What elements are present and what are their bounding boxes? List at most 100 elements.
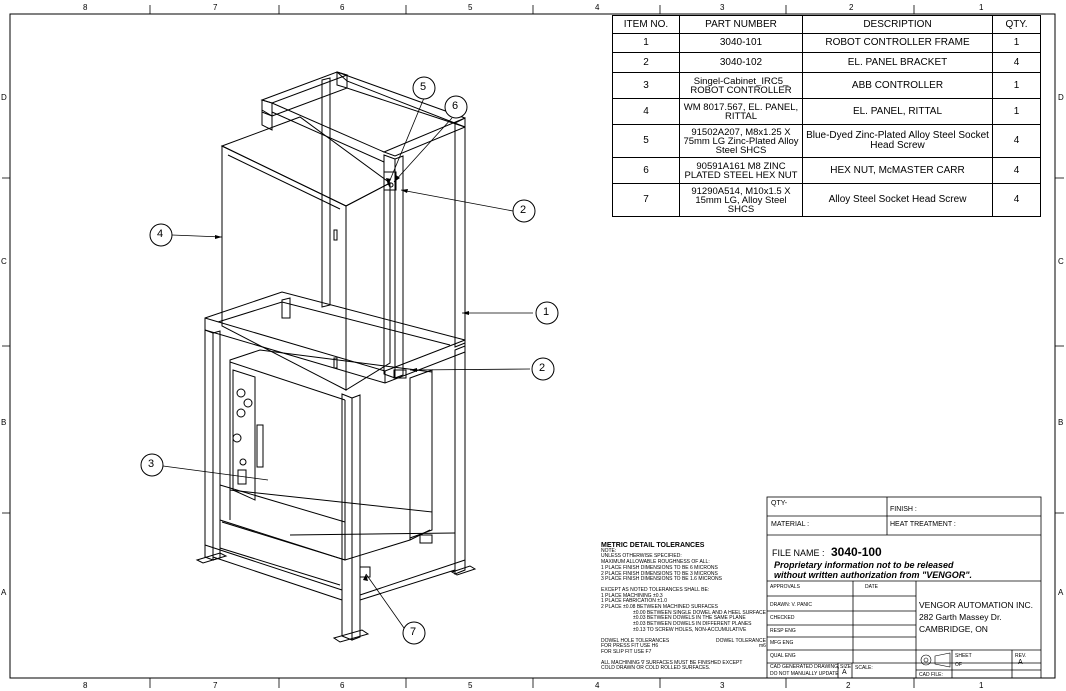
zone-label-top: 2	[849, 3, 854, 12]
zone-label-top: 8	[83, 3, 88, 12]
drawn-by: DRAWN: V. PANIC	[770, 602, 813, 608]
zone-label-right: C	[1058, 257, 1064, 266]
balloon-2b	[531, 357, 555, 381]
notes-line: UNLESS OTHERWISE SPECIFIED:	[601, 553, 682, 560]
bom-row: 1 3040-101 ROBOT CONTROLLER FRAME 1	[612, 33, 1041, 53]
balloon-label: 6	[452, 100, 459, 112]
notes-line: ±0.13 TO SCREW HOLES, NON-ACCUMULATIVE	[633, 626, 747, 633]
bom-qty: 4	[992, 124, 1041, 158]
cad-note: DO NOT MANUALLY UPDATE	[770, 671, 839, 677]
balloon-label: 3	[148, 458, 155, 470]
file-name: 3040-100	[831, 545, 882, 559]
bom-qty: 4	[992, 183, 1041, 217]
zone-label-right: B	[1058, 418, 1064, 427]
zone-label-bottom: 5	[468, 681, 473, 690]
bom-part: Singel-Cabinet_IRC5_ ROBOT CONTROLLER	[679, 72, 803, 99]
bom-desc: HEX NUT, McMASTER CARR	[802, 157, 993, 184]
zone-label-top: 4	[595, 3, 600, 12]
balloon-3	[140, 453, 164, 477]
balloon-label: 1	[543, 306, 550, 318]
qty-label: QTY-	[771, 500, 788, 507]
finish-note: ALL MACHINING ∇ SURFACES MUST BE FINISHE…	[601, 659, 743, 666]
projection-symbol-icon	[920, 652, 951, 668]
zone-label-left: A	[1, 588, 7, 597]
zone-label-left: D	[1, 93, 7, 102]
bom-item: 3	[612, 72, 680, 99]
notes-line: 1 PLACE MACHINING ±0.3	[601, 592, 663, 599]
tolerance-notes: METRIC DETAIL TOLERANCES NOTE: UNLESS OT…	[601, 542, 781, 672]
zone-label-top: 5	[468, 3, 473, 12]
of-label: OF	[955, 662, 962, 668]
bom-row: 4 WM 8017.567, EL. PANEL, RITTAL EL. PAN…	[612, 98, 1041, 125]
notes-line: EXCEPT AS NOTED TOLERANCES SHALL BE:	[601, 586, 710, 593]
bom-part: WM 8017.567, EL. PANEL, RITTAL	[679, 98, 803, 125]
balloon-label: 2	[520, 204, 527, 216]
cad-file-label: CAD FILE:	[919, 672, 943, 678]
bom-part: 91290A514, M10x1.5 X 15mm LG, Alloy Stee…	[679, 183, 803, 217]
bom-desc: Alloy Steel Socket Head Screw	[802, 183, 993, 217]
resp-eng-label: RESP ENG	[770, 628, 796, 634]
zone-label-bottom: 3	[720, 681, 725, 690]
dowel-hole-tolerance: DOWEL HOLE TOLERANCES	[601, 637, 670, 644]
dowel-tolerance: DOWEL TOLERANCE	[716, 637, 766, 644]
balloon-1	[535, 301, 559, 325]
notes-line: 1 PLACE FINISH DIMENSIONS TO BE 6 MICRON…	[601, 564, 718, 571]
notes-line: 1 PLACE FABRICATION ±1.0	[601, 598, 668, 605]
zone-label-top: 3	[720, 3, 725, 12]
notes-line: ±0.03 BETWEEN DOWELS IN THE SAME PLANE	[633, 615, 746, 622]
zone-label-left: C	[1, 257, 7, 266]
qual-eng-label: QUAL ENG	[770, 653, 796, 659]
notes-line: NOTE:	[601, 547, 617, 554]
bom-row: 2 3040-102 EL. PANEL BRACKET 4	[612, 52, 1041, 73]
zone-label-top: 6	[340, 3, 345, 12]
zone-label-bottom: 2	[846, 681, 851, 690]
notes-line: ±0.03 BETWEEN DOWELS IN DIFFERENT PLANES	[633, 621, 752, 628]
heat-treatment-label: HEAT TREATMENT :	[890, 521, 956, 528]
size-value: A	[842, 669, 847, 676]
cad-note: CAD GENERATED DRAWING,	[770, 664, 840, 670]
proprietary-notice: Proprietary information not to be releas…	[774, 560, 954, 570]
balloon-7	[402, 621, 426, 645]
sheet-label: SHEET	[955, 653, 972, 659]
zone-label-bottom: 1	[979, 681, 984, 690]
balloon-5	[412, 76, 436, 100]
checked-label: CHECKED	[770, 615, 795, 621]
bom-qty: 4	[992, 157, 1041, 184]
notes-line: 2 PLACE ±0.08 BETWEEN MACHINED SURFACES	[601, 604, 718, 611]
company-city: CAMBRIDGE, ON	[919, 624, 988, 634]
zone-label-bottom: 6	[340, 681, 345, 690]
material-label: MATERIAL :	[771, 521, 810, 528]
scale-label: SCALE:	[855, 665, 873, 671]
balloon-label: 5	[420, 81, 427, 93]
approvals-label: APPROVALS	[770, 584, 800, 590]
zone-label-left: B	[1, 418, 7, 427]
rev-label: REV.	[1015, 653, 1027, 659]
company-name: VENGOR AUTOMATION INC.	[919, 600, 1033, 610]
file-name-label: FILE NAME :	[772, 548, 825, 558]
zone-label-top: 1	[979, 3, 984, 12]
date-label: DATE	[865, 584, 878, 590]
finish-note: COLD DRAWN OR COLD ROLLED SURFACES.	[601, 665, 711, 672]
zone-label-right: A	[1058, 588, 1064, 597]
zone-label-bottom: 8	[83, 681, 88, 690]
balloon-label: 7	[410, 626, 417, 638]
zone-label-bottom: 4	[595, 681, 600, 690]
bom-row: 7 91290A514, M10x1.5 X 15mm LG, Alloy St…	[612, 183, 1041, 217]
balloon-label: 4	[157, 228, 164, 240]
notes-line: MAXIMUM ALLOWABLE ROUGHNESS OF ALL:	[601, 559, 710, 566]
balloon-2a	[512, 199, 536, 223]
zone-label-bottom: 7	[213, 681, 218, 690]
notes-line: 3 PLACE FINISH DIMENSIONS TO BE 1.6 MICR…	[601, 576, 722, 583]
bom-row: 6 90591A161 M8 ZINC PLATED STEEL HEX NUT…	[612, 157, 1041, 184]
dowel-hole-tolerance: FOR PRESS FIT USE H6	[601, 643, 659, 650]
bom-qty: 1	[992, 98, 1041, 125]
rev-value: A	[1018, 659, 1023, 666]
mfg-eng-label: MFG ENG	[770, 640, 794, 646]
company-address: 282 Garth Massey Dr.	[919, 612, 1002, 622]
size-label: SIZE	[840, 664, 852, 670]
zone-label-top: 7	[213, 3, 218, 12]
